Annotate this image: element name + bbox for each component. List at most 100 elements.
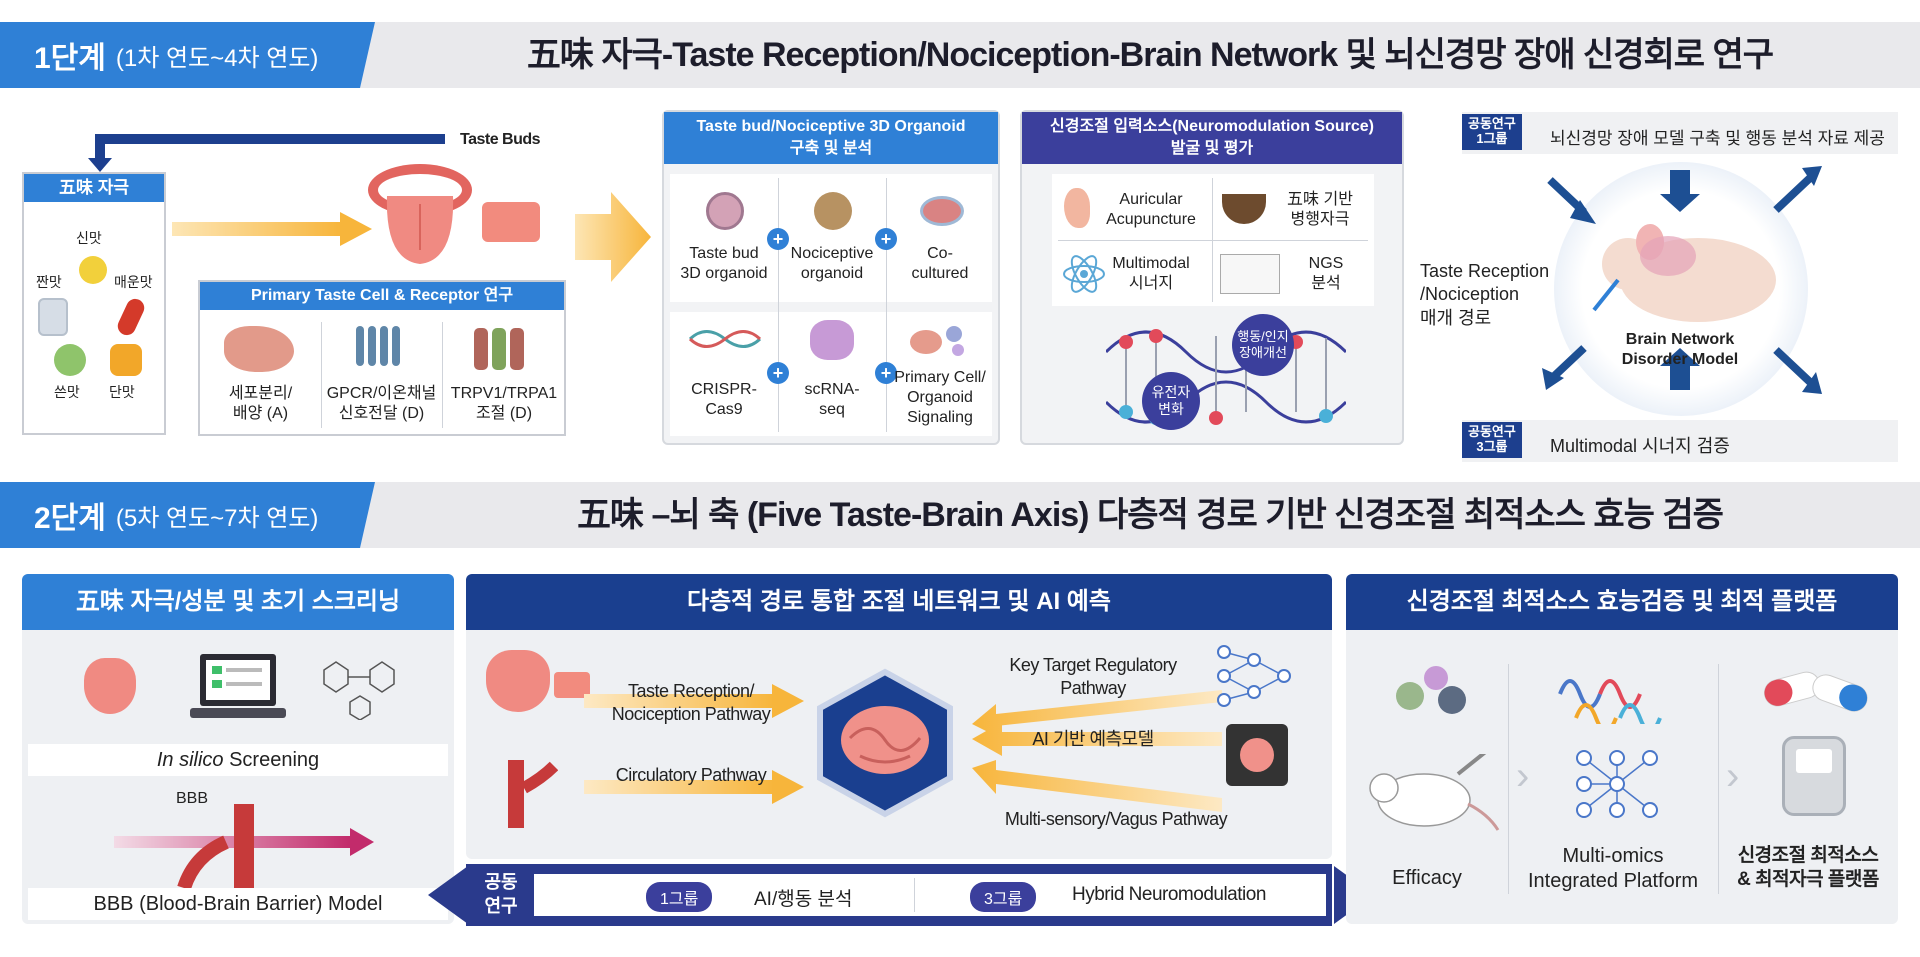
tongue-small-icon xyxy=(84,658,136,714)
plus-icon: + xyxy=(767,362,789,384)
taste-sweet: 단맛 xyxy=(109,384,135,400)
chevron-right-icon: › xyxy=(1516,754,1530,798)
primary-item-1: 세포분리/ 배양 (A) xyxy=(228,385,293,422)
taste-bitter: 쓴맛 xyxy=(54,384,80,400)
taste-bud-organoid-icon xyxy=(706,192,744,230)
salt-icon xyxy=(38,298,68,336)
device-screen xyxy=(1796,749,1832,773)
plus-icon: + xyxy=(767,228,789,250)
bbb-vessel-icon xyxy=(114,802,374,897)
stimulator-device-icon xyxy=(1782,736,1846,816)
network-header: 다층적 경로 통합 조절 네트워크 및 AI 예측 xyxy=(466,574,1332,630)
insilico-bar: In silico Screening xyxy=(28,744,448,776)
atom-icon xyxy=(1062,252,1106,301)
taste-pathway-label: Taste Reception/ Nociception Pathway xyxy=(611,681,771,724)
stage2-divider-2 xyxy=(1718,664,1719,894)
co-culture-icon xyxy=(920,196,964,226)
brain-hexagon xyxy=(810,668,960,823)
organoid-r1-3: Co- cultured xyxy=(911,245,969,282)
nociceptive-organoid-icon xyxy=(814,192,852,230)
group1-bar: 공동연구 1그룹 뇌신경망 장애 모델 구축 및 행동 분석 자료 제공 xyxy=(1462,112,1898,154)
taste-sour: 신맛 xyxy=(76,230,102,246)
taste-buds-label: Taste Buds xyxy=(460,131,541,148)
vessel-icon xyxy=(498,758,559,833)
stage2-tag: 2단계 (5차 연도~7차 연도) xyxy=(0,482,375,548)
primary-divider-1 xyxy=(321,322,322,428)
stimulus-box: 五味 자극 신맛 짠맛 매운맛 쓴맛 단맛 xyxy=(22,172,166,435)
joint-divider xyxy=(914,878,915,912)
neuro-item-4: NGS 분석 xyxy=(1308,255,1344,292)
joint-arrow-left xyxy=(428,866,468,929)
bbb-model-bar: BBB (Blood-Brain Barrier) Model xyxy=(28,888,448,920)
molecule-icon xyxy=(310,650,420,725)
network-panel: 다층적 경로 통합 조절 네트워크 및 AI 예측 Taste Receptio… xyxy=(466,574,1332,859)
honey-icon xyxy=(110,344,142,376)
multisensory-label: Multi-sensory/Vagus Pathway xyxy=(1004,809,1228,829)
cell-icon xyxy=(224,326,294,372)
organoid-header: Taste bud/Nociceptive 3D Organoid 구축 및 분… xyxy=(664,112,998,164)
taste-bud-tissue-icon xyxy=(482,202,540,242)
bbb-label: BBB xyxy=(176,790,209,807)
taste-spicy: 매운맛 xyxy=(114,274,153,290)
chevron-right-icon: › xyxy=(1726,754,1740,798)
mouse-efficacy-icon xyxy=(1362,748,1502,839)
neuro-div-h xyxy=(1058,240,1368,241)
joint-bar: 공동 연구 1그룹 AI/행동 분석 3그룹 Hybrid Neuromodul… xyxy=(466,864,1332,926)
primary-header: Primary Taste Cell & Receptor 연구 xyxy=(200,282,564,310)
ai-model-label: AI 기반 예측모델 xyxy=(1032,729,1154,749)
tongue-icon xyxy=(365,160,475,275)
joint-group3-text: Hybrid Neuromodulation xyxy=(1072,884,1266,905)
group1-badge: 공동연구 1그룹 xyxy=(1462,114,1522,150)
insilico-label: Screening xyxy=(229,749,320,771)
pepper-icon xyxy=(114,295,148,339)
group1-text: 뇌신경망 장애 모델 구축 및 행동 분석 자료 제공 xyxy=(1550,129,1885,148)
chip-brain-icon xyxy=(1240,738,1274,772)
arrow-multisensory xyxy=(972,758,1232,823)
platform-item-1: Efficacy xyxy=(1392,867,1462,889)
plus-icon: + xyxy=(875,228,897,250)
ngs-chart-icon xyxy=(1220,254,1280,294)
omics-network-icon xyxy=(1572,744,1662,829)
group3-text: Multimodal 시너지 검증 xyxy=(1550,436,1730,456)
plus-icon: + xyxy=(875,362,897,384)
organoid-div-2 xyxy=(886,178,887,432)
dna-cluster-icon xyxy=(1556,664,1666,733)
capsule-icon xyxy=(1760,666,1870,721)
stage2-tag-label: 2단계 xyxy=(34,502,106,535)
group3-bar: 공동연구 3그룹 Multimodal 시너지 검증 xyxy=(1462,420,1898,462)
group3-badge: 공동연구 3그룹 xyxy=(1462,422,1522,458)
neural-network-icon xyxy=(1214,640,1294,715)
stage2-title: 五味 –뇌 축 (Five Taste-Brain Axis) 다층적 경로 기… xyxy=(577,496,1724,534)
arrow-ai-model xyxy=(972,722,1232,761)
joint-group1-pill: 1그룹 xyxy=(646,882,713,912)
platform-panel: 신경조절 최적소스 효능검증 및 최적 플랫폼 › › Efficacy Mul… xyxy=(1346,574,1898,924)
model-label: Brain Network Disorder Model xyxy=(1621,331,1739,368)
herb-icon xyxy=(54,344,86,376)
pathway-label: Taste Reception /Nociception 매개 경로 xyxy=(1420,261,1550,328)
arrow-circulatory xyxy=(584,770,804,809)
insilico-em: In silico xyxy=(156,749,224,771)
organoid-r1-1: Taste bud 3D organoid xyxy=(680,245,768,282)
joint-label: 공동 연구 xyxy=(484,872,518,917)
joint-group3-pill: 3그룹 xyxy=(970,882,1037,912)
cells-icon xyxy=(1386,664,1476,729)
organoid-r2-2: scRNA- seq xyxy=(804,381,860,418)
neuro-item-3: Multimodal 시너지 xyxy=(1112,255,1190,292)
circulatory-label: Circulatory Pathway xyxy=(615,765,767,785)
stage2-period: (5차 연도~7차 연도) xyxy=(115,504,319,532)
ear-icon xyxy=(1064,188,1090,228)
platform-header: 신경조절 최적소스 효능검증 및 최적 플랫폼 xyxy=(1346,574,1898,630)
screening-panel: 五味 자극/성분 및 초기 스크리닝 In silico Screening B… xyxy=(22,574,454,924)
crispr-dna-icon xyxy=(688,324,762,354)
neuro-header: 신경조절 입력소스(Neuromodulation Source) 발굴 및 평… xyxy=(1022,112,1402,164)
arrow-taste-pathway xyxy=(584,684,804,723)
dna-helix-icon xyxy=(1104,322,1348,437)
stage1-tag-label: 1단계 xyxy=(34,42,106,75)
behavior-bubble: 행동/인지 장애개선 xyxy=(1232,314,1294,376)
trp-channel-icon xyxy=(468,324,538,374)
stimulus-header: 五味 자극 xyxy=(24,174,164,202)
taste-buds-arrow xyxy=(80,132,455,172)
organoid-r2-3: Primary Cell/ Organoid Signaling xyxy=(894,369,986,426)
organoid-r2-1: CRISPR- Cas9 xyxy=(691,381,757,418)
primary-item-3: TRPV1/TRPA1 조절 (D) xyxy=(450,385,558,422)
